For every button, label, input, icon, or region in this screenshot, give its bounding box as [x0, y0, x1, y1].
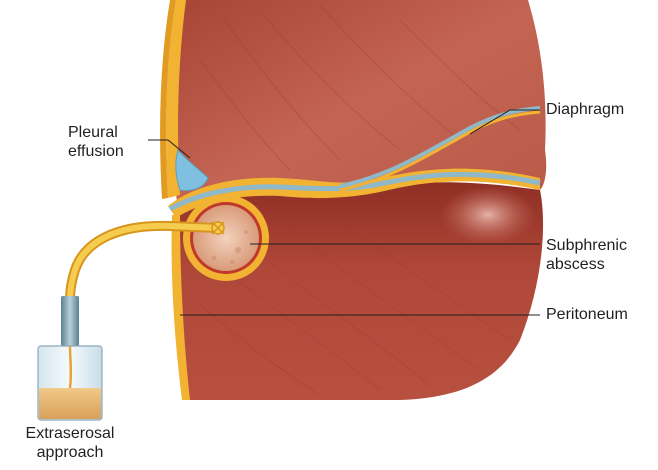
- label-diaphragm: Diaphragm: [546, 100, 624, 119]
- liver-highlight: [440, 185, 536, 245]
- label-subphrenic-abscess: Subphrenic abscess: [546, 236, 627, 274]
- label-pleural-effusion-line1: Pleural: [68, 123, 124, 142]
- drain-connector: [61, 296, 79, 346]
- bottle-fluid: [39, 388, 101, 419]
- label-pleural-effusion: Pleural effusion: [68, 123, 124, 161]
- label-subphrenic-abscess-line1: Subphrenic: [546, 236, 627, 255]
- drip-stream: [70, 346, 71, 388]
- label-peritoneum: Peritoneum: [546, 305, 628, 324]
- subphrenic-abscess-cavity: [193, 205, 259, 271]
- label-approach-line2: approach: [6, 443, 134, 462]
- label-subphrenic-abscess-line2: abscess: [546, 255, 627, 274]
- label-approach-line1: Extraserosal: [6, 424, 134, 443]
- label-extraserosal-approach: Extraserosal approach: [6, 424, 134, 462]
- label-pleural-effusion-line2: effusion: [68, 142, 124, 161]
